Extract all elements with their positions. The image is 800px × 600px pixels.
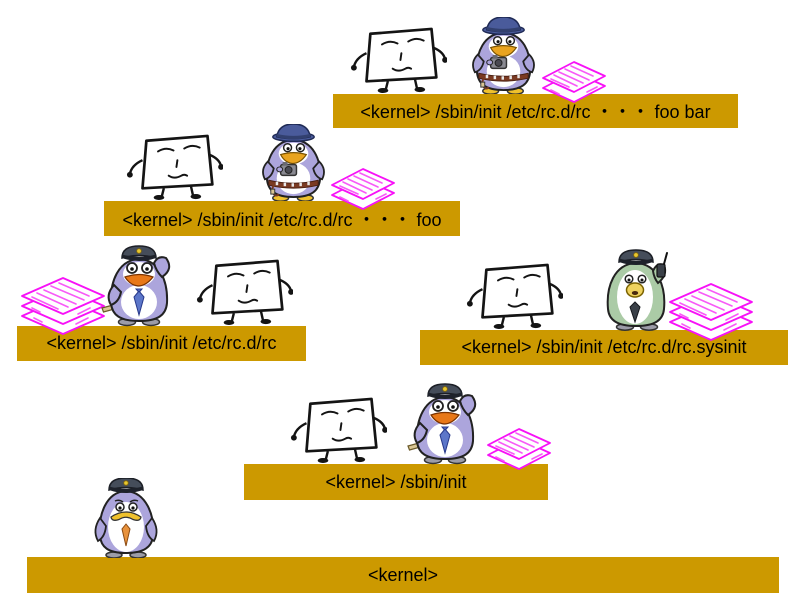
paper-stack-icon [541, 59, 607, 105]
paper-stack-icon [666, 282, 756, 342]
penguin-detective-icon [460, 17, 547, 94]
process-box-icon [196, 256, 293, 326]
process-box-icon [126, 131, 223, 201]
bar-foo-bar: <kernel> /sbin/init /etc/rc.d/rc ・・・ foo… [333, 94, 738, 128]
bar-rc-sysinit-label: <kernel> /sbin/init /etc/rc.d/rc.sysinit [461, 337, 747, 357]
bar-sbin-init-label: <kernel> /sbin/init [325, 471, 467, 492]
bar-sbin-init: <kernel> /sbin/init [244, 464, 548, 500]
process-box-icon [290, 394, 387, 464]
bar-rc: <kernel> /sbin/init /etc/rc.d/rc [17, 326, 306, 361]
bar-kernel-label: <kernel> [367, 564, 439, 585]
process-box-icon [466, 260, 563, 330]
bar-foo-label: <kernel> /sbin/init /etc/rc.d/rc ・・・ foo [122, 209, 442, 230]
paper-stack-icon [486, 426, 552, 472]
bar-rc-label: <kernel> /sbin/init /etc/rc.d/rc [46, 333, 277, 353]
process-box-icon [350, 24, 447, 94]
penguin-officer-sad-icon [84, 478, 169, 558]
penguin-officer-salute-icon [398, 383, 493, 465]
bar-foo-bar-label: <kernel> /sbin/init /etc/rc.d/rc ・・・ foo… [360, 102, 711, 122]
bar-kernel: <kernel> [27, 557, 779, 593]
penguin-officer-salute-icon [92, 245, 187, 327]
paper-stack-icon [330, 166, 396, 212]
penguin-detective-icon [250, 124, 337, 201]
bar-rc-sysinit: <kernel> /sbin/init /etc/rc.d/rc.sysinit [420, 330, 788, 365]
bar-foo: <kernel> /sbin/init /etc/rc.d/rc ・・・ foo [104, 201, 460, 236]
